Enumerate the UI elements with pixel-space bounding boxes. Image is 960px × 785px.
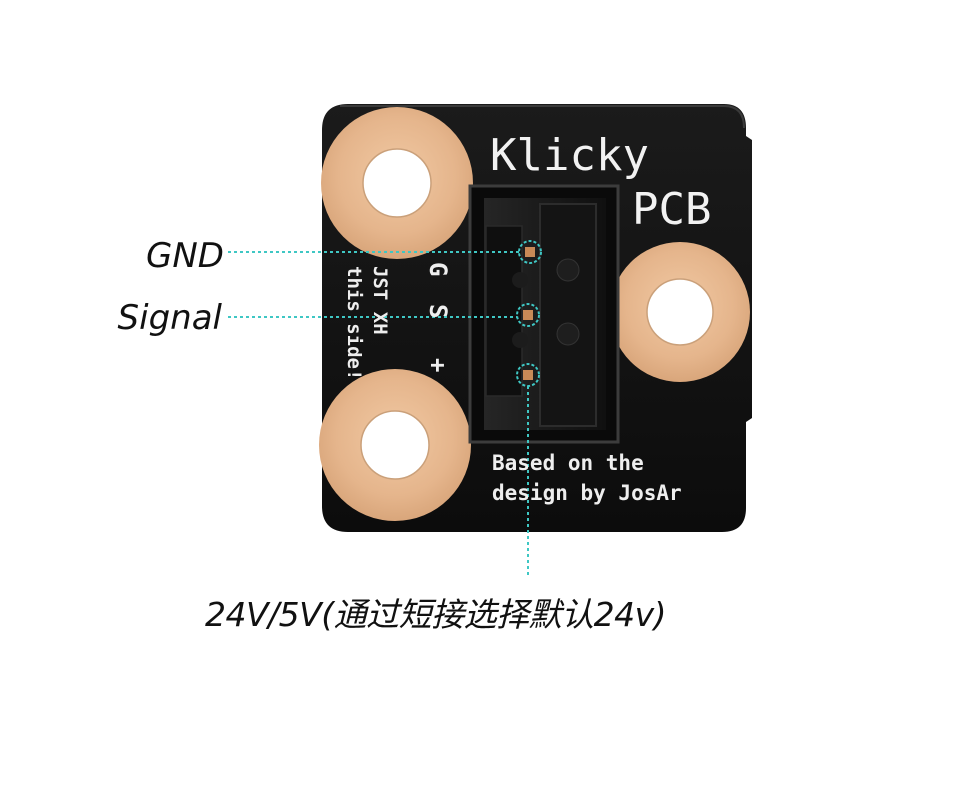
board-title-line2: PCB xyxy=(632,184,711,235)
pin-contact-signal xyxy=(516,303,540,327)
pin-mark-g: G xyxy=(424,262,452,276)
signal-label: Signal xyxy=(117,298,222,338)
mounting-pad-right xyxy=(610,242,750,382)
gnd-label: GND xyxy=(146,236,224,276)
pin-mark-s: S xyxy=(424,304,452,318)
pin-mark-plus: + xyxy=(424,358,452,372)
jst-connector xyxy=(468,184,620,444)
board-title-line1: Klicky xyxy=(490,130,649,181)
jst-note-line2: this side! xyxy=(343,266,365,380)
credit-line2: design by JosAr xyxy=(492,481,682,505)
pin-contact-gnd xyxy=(518,240,542,264)
power-label: 24V/5V(通过短接选择默认24v) xyxy=(205,595,667,634)
mounting-pad-bottom-left xyxy=(319,369,471,521)
credit-line1: Based on the xyxy=(492,451,644,475)
jst-note-line1: JST XH xyxy=(369,266,391,335)
mounting-pad-top-left xyxy=(321,107,473,259)
